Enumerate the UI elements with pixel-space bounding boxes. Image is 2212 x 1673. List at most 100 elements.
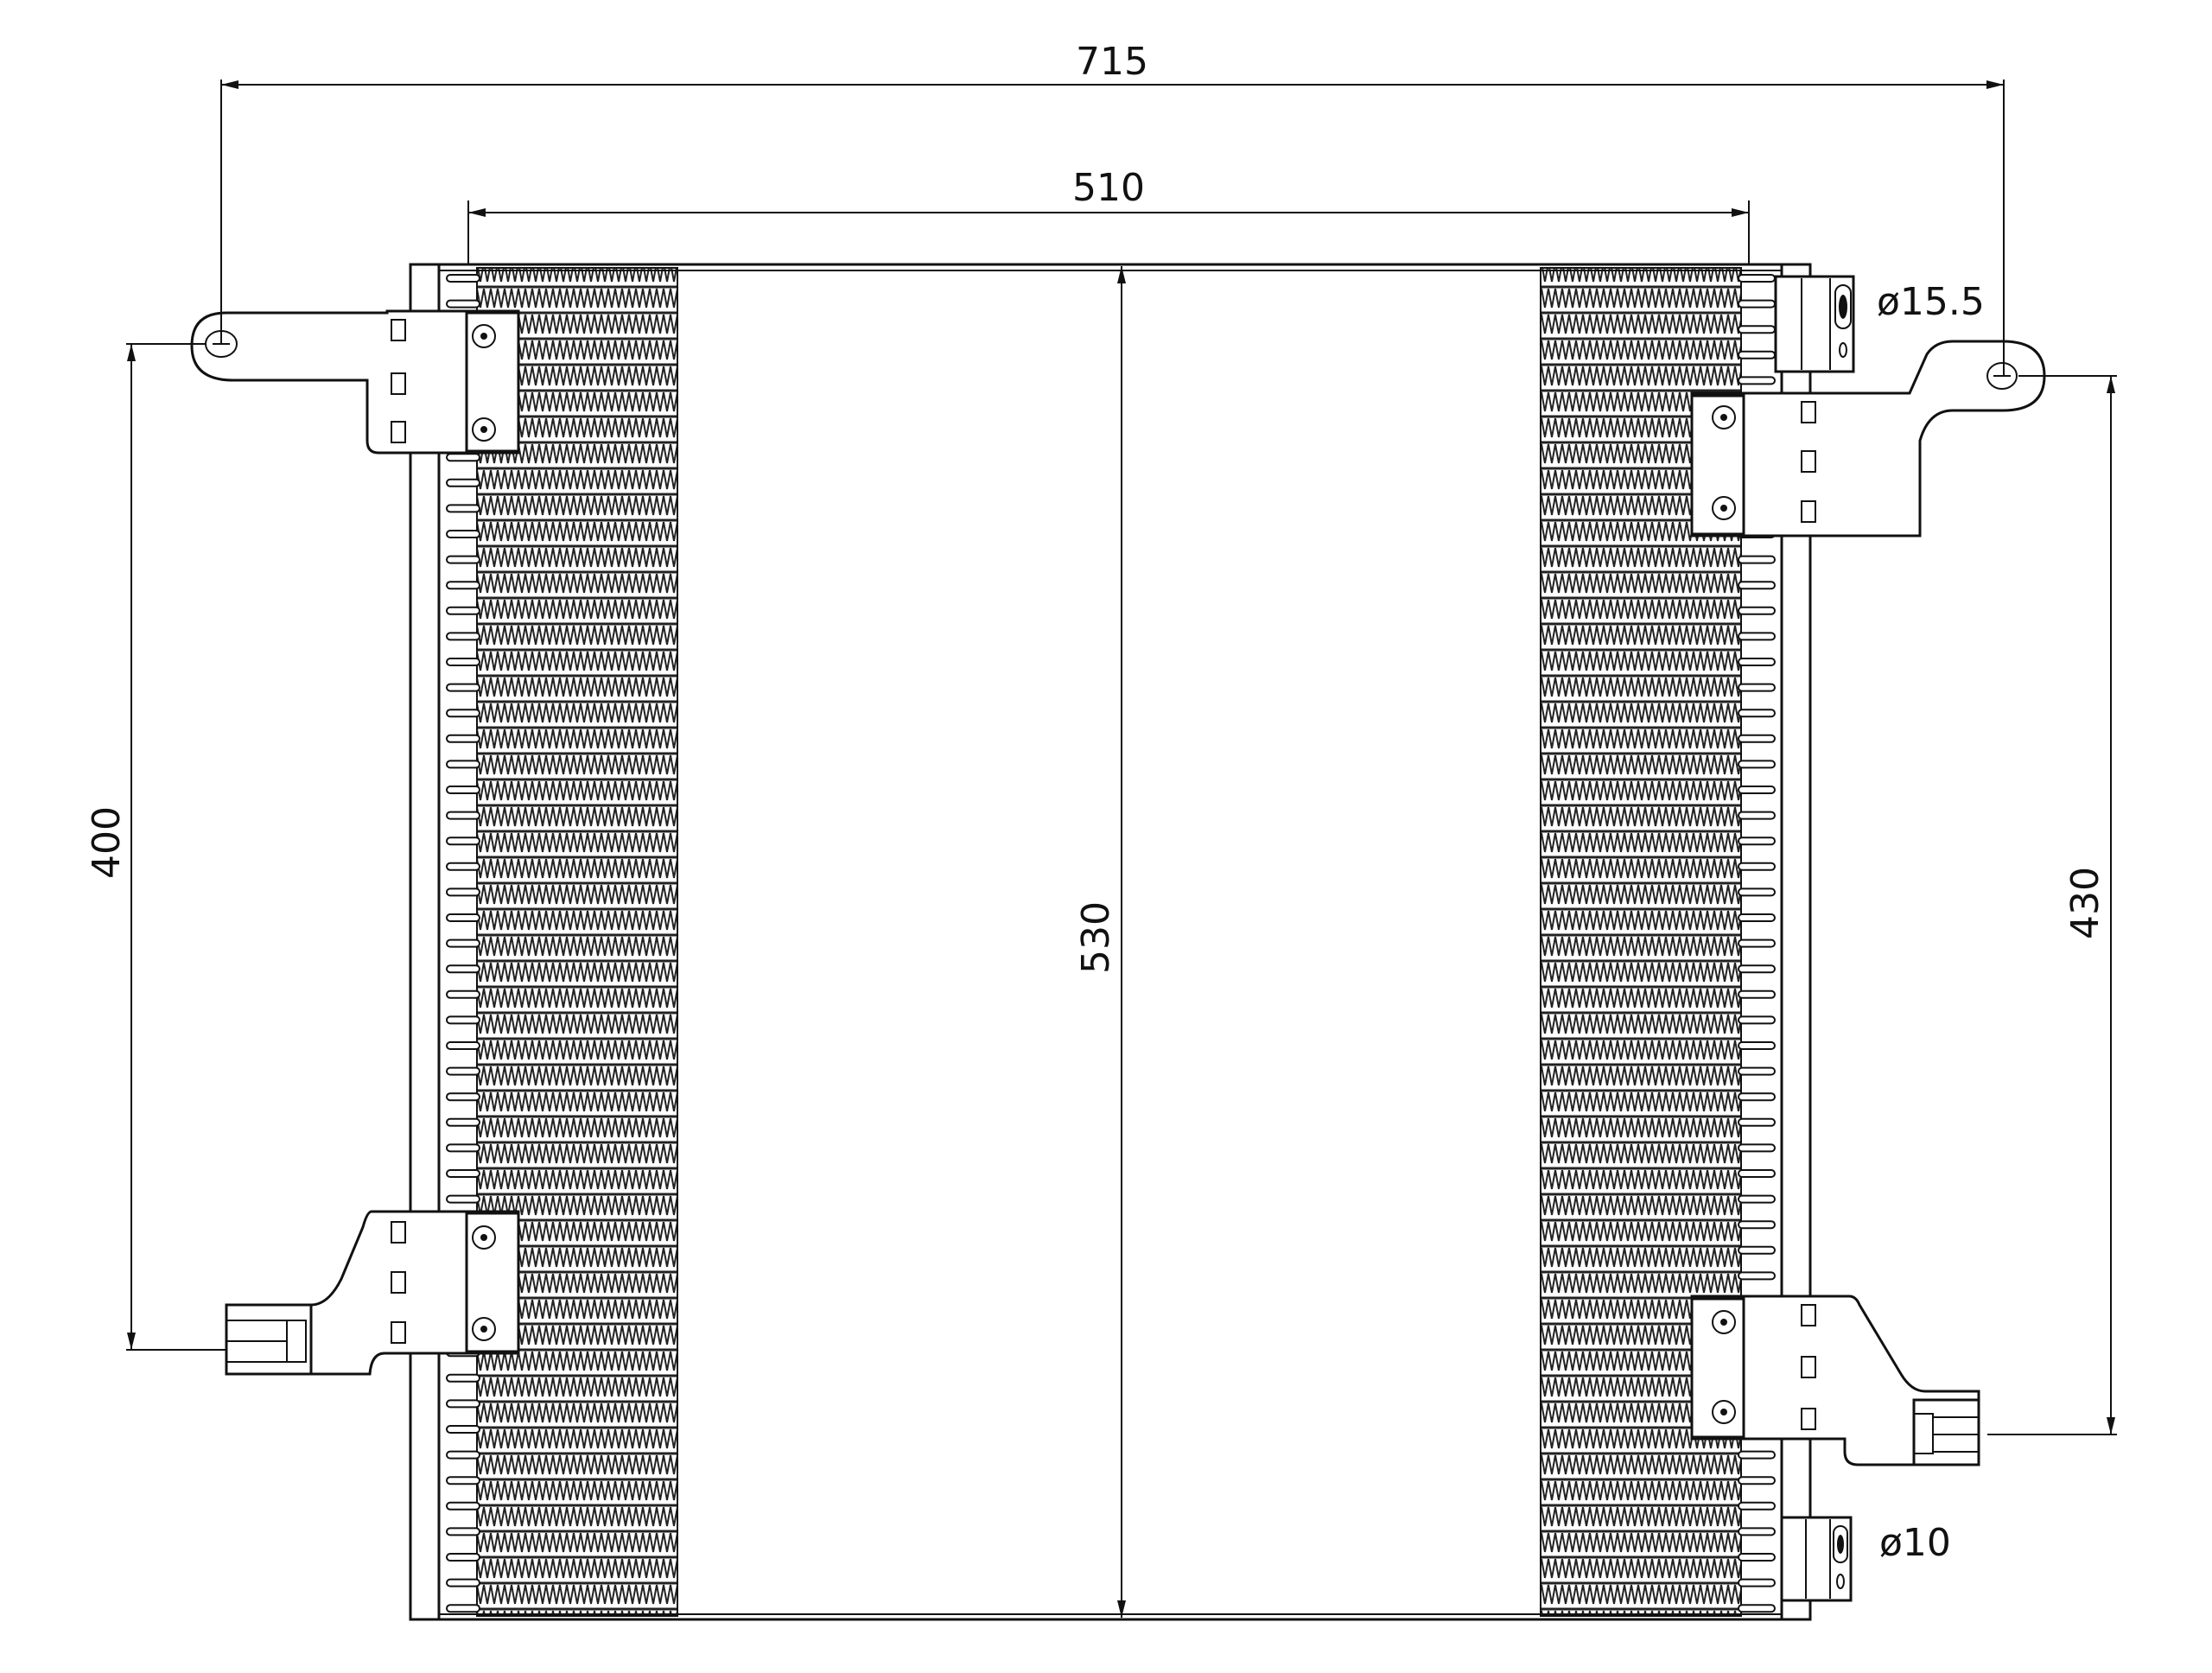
tube-end — [446, 274, 480, 283]
dim-left-span — [126, 343, 226, 1351]
tube-end — [1738, 555, 1776, 564]
tube-end — [446, 1553, 480, 1562]
tube-end — [1738, 1066, 1776, 1076]
tube-end — [446, 1373, 480, 1383]
tube-end — [1738, 1271, 1776, 1281]
tube-end — [446, 1015, 480, 1025]
tube-end — [1738, 1143, 1776, 1153]
tube-end — [446, 1092, 480, 1102]
tube-end — [446, 1066, 480, 1076]
tube-end — [446, 964, 480, 974]
tube-end — [446, 683, 480, 692]
tube-end — [446, 887, 480, 897]
tube-end — [1738, 1041, 1776, 1050]
label-outlet-diameter: ø10 — [1879, 1521, 1951, 1565]
tube-end — [446, 1578, 480, 1587]
tube-end — [1738, 1015, 1776, 1025]
tube-end — [446, 606, 480, 615]
tube-end — [1738, 786, 1776, 794]
outlet-fitting — [1780, 1516, 1853, 1602]
tube-end — [1738, 811, 1776, 820]
tube-end — [446, 581, 480, 590]
tube-end — [446, 1041, 480, 1050]
tube-end — [1738, 1553, 1776, 1562]
tube-end — [446, 811, 480, 820]
tube-end — [1738, 913, 1776, 922]
tube-end — [1738, 1476, 1776, 1485]
dim-right-span — [1987, 375, 2117, 1435]
tube-end — [446, 1425, 480, 1434]
tube-end — [1738, 938, 1776, 948]
tube-end — [446, 530, 480, 538]
tube-end — [446, 786, 480, 794]
tube-end — [1738, 1527, 1776, 1536]
tube-end — [1738, 606, 1776, 615]
dim-overall-width — [220, 80, 2005, 376]
tube-end — [446, 1117, 480, 1127]
tube-end — [1738, 989, 1776, 999]
tube-end — [1738, 862, 1776, 871]
tube-end — [1738, 1450, 1776, 1460]
bracket-bottom-right — [1690, 1295, 1980, 1466]
tube-end — [446, 555, 480, 564]
tube-end — [446, 478, 480, 487]
tube-end — [1738, 887, 1776, 897]
tube-end — [1738, 658, 1776, 666]
tube-end — [446, 734, 480, 743]
tube-end — [446, 1194, 480, 1204]
tube-end — [446, 836, 480, 846]
tube-end — [446, 453, 480, 462]
tube-end — [446, 938, 480, 948]
tube-end — [1738, 734, 1776, 743]
tube-end — [1738, 1220, 1776, 1230]
bracket-top-right — [1690, 340, 2046, 538]
tube-end — [1738, 350, 1776, 359]
tube-end — [446, 1450, 480, 1460]
tube-end — [1738, 1245, 1776, 1255]
label-core-height: 530 — [1074, 901, 1118, 974]
tube-end — [1738, 1501, 1776, 1511]
tube-end — [1738, 760, 1776, 769]
inlet-fitting — [1774, 275, 1855, 373]
tube-end — [446, 299, 480, 309]
tube-end — [446, 1143, 480, 1153]
label-overall-width: 715 — [1076, 40, 1148, 84]
tube-end — [1738, 581, 1776, 590]
tube-end — [1738, 1117, 1776, 1127]
tube-end — [1738, 274, 1776, 283]
label-core-width: 510 — [1072, 166, 1145, 210]
tube-end — [446, 1476, 480, 1485]
tube-end — [446, 1604, 480, 1613]
mount-hole — [1986, 362, 2018, 390]
tube-end — [446, 658, 480, 666]
tube-end — [1738, 325, 1776, 334]
tube-end — [446, 1501, 480, 1511]
left-tube-ends — [446, 274, 480, 1613]
bracket-tab — [1912, 1398, 1980, 1466]
tube-end — [1738, 964, 1776, 974]
tube-end — [446, 709, 480, 718]
tube-end — [446, 504, 480, 513]
label-right-span: 430 — [2063, 867, 2107, 939]
tube-end — [1738, 683, 1776, 692]
label-left-span: 400 — [85, 806, 129, 879]
tube-end — [1738, 1604, 1776, 1613]
tube-end — [446, 862, 480, 871]
tube-end — [446, 989, 480, 999]
tube-end — [1738, 836, 1776, 846]
tube-end — [1738, 709, 1776, 718]
tube-end — [446, 1169, 480, 1178]
tube-end — [446, 760, 480, 769]
tube-end — [1738, 1169, 1776, 1178]
tube-end — [1738, 1092, 1776, 1102]
left-fin-block — [476, 267, 678, 1617]
bracket-top-left — [190, 309, 520, 455]
label-inlet-diameter: ø15.5 — [1877, 280, 1985, 324]
tube-end — [1738, 299, 1776, 309]
tube-end — [446, 632, 480, 641]
tube-end — [446, 913, 480, 922]
tube-end — [1738, 376, 1776, 385]
tube-end — [1738, 1194, 1776, 1204]
bracket-tab — [225, 1303, 313, 1376]
